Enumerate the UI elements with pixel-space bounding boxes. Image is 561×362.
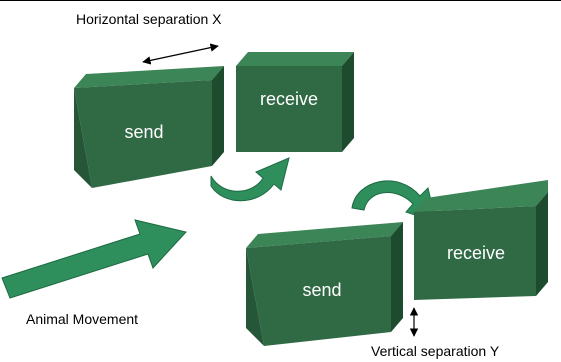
send-box-bottom-label: send [302,280,341,300]
receive-box-top-label: receive [260,89,318,109]
send-box-bottom: send [246,222,403,346]
animal-movement-label: Animal Movement [26,311,138,327]
receive-box-bottom-label: receive [447,243,505,263]
curved-arrow-top [210,157,290,202]
receive-box-top: receive [236,52,354,152]
send-box-top: send [74,66,224,188]
send-box-top-label: send [124,122,163,142]
receive-box-bottom: receive [414,180,548,300]
horizontal-separation-label: Horizontal separation X [76,11,222,27]
animal-movement-arrow [1,219,187,299]
horizontal-separation-arrow [142,43,219,65]
vertical-separation-label: Vertical separation Y [371,343,500,359]
